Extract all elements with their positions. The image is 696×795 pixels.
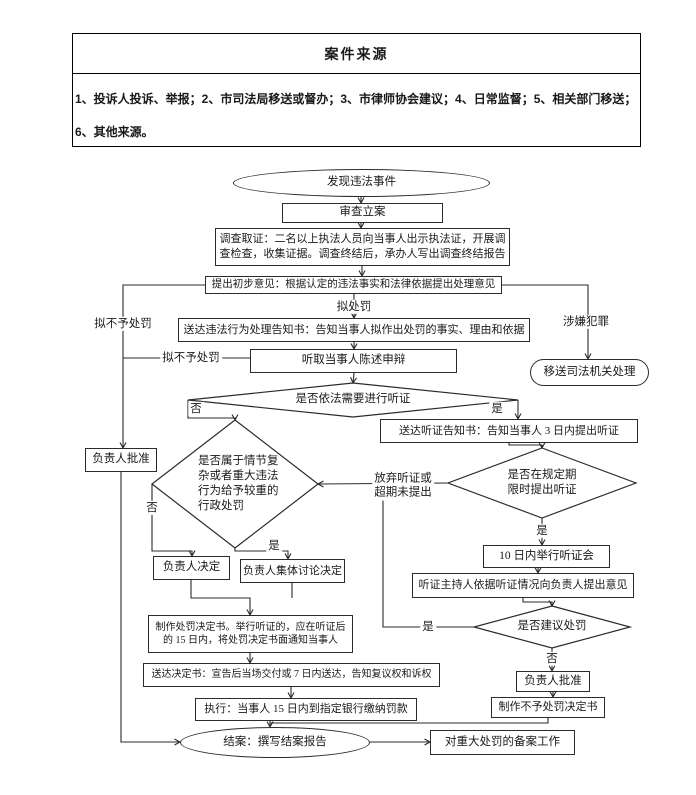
- node-close-case: 结案：撰写结案报告: [180, 727, 370, 758]
- node-deliver-violation-notice: 送达违法行为处理告知书：告知当事人拟作出处罚的事实、理由和依据: [178, 318, 530, 342]
- edge: [502, 284, 592, 361]
- flow-label-yes-need-hearing: 是: [489, 401, 505, 417]
- flow-label-shexian-fanzui: 涉嫌犯罪: [561, 314, 611, 330]
- node-leader-approve-left: 负责人批准: [85, 448, 157, 472]
- edge: [187, 400, 239, 422]
- flow-label-yes-serious: 是: [266, 538, 282, 554]
- node-transfer-judicial: 移送司法机关处理: [530, 359, 649, 386]
- node-hearing-host-opinion: 听证主持人依据听证情况向负责人提出意见: [412, 573, 634, 598]
- node-shape-suggest-penalty-diamond: [471, 605, 633, 649]
- node-hold-hearing-10days: 10 日内举行听证会: [483, 545, 610, 568]
- case-source-body: 1、投诉人投诉、举报；2、市司法局移送或督办；3、市律师协会建议；4、日常监督；…: [73, 74, 640, 149]
- node-leader-approve-right: 负责人批准: [516, 671, 590, 692]
- edge: [151, 484, 196, 558]
- node-deliver-hearing-notice: 送达听证告知书：告知当事人 3 日内提出听证: [380, 419, 638, 443]
- node-shape-hearing-deadline-diamond: [446, 447, 638, 519]
- node-start-event: 发现违法事件: [233, 169, 490, 197]
- node-investigation: 调查取证：二名以上执法人员向当事人出示执法证，开展调 查检查，收集证据。调查终结…: [215, 228, 510, 266]
- node-make-penalty-decision: 制作处罚决定书。举行听证的，应在听证后 的 15 日内，将处罚决定书面通知当事人: [148, 615, 353, 653]
- flow-label-no-suggest: 否: [544, 651, 560, 667]
- node-review-filing: 审查立案: [282, 203, 443, 223]
- node-serious-case-diamond: 是否属于情节复 杂或者重大违法 行为给予较重的 行政处罚: [198, 454, 279, 513]
- edge: [508, 442, 546, 450]
- edge: [522, 598, 556, 608]
- flow-label-ni-chufa: 拟处罚: [334, 299, 374, 315]
- case-source-line-1: 1、投诉人投诉、举报；2、市司法局移送或督办；3、市律师协会建议；4、日常监督；…: [75, 92, 637, 106]
- flow-label-yes-suggest: 是: [420, 619, 436, 635]
- node-major-penalty-filing: 对重大处罚的备案工作: [430, 730, 575, 755]
- flow-label-ni-bu-chufa-left: 拟不予处罚: [92, 316, 154, 332]
- flow-label-yes-deadline: 是: [534, 523, 550, 539]
- case-source-box: 案件来源 1、投诉人投诉、举报；2、市司法局移送或督办；3、市律师协会建议；4、…: [72, 33, 641, 147]
- edge: [382, 484, 474, 628]
- edge: [120, 472, 182, 746]
- node-suggest-penalty-diamond: 是否建议处罚: [517, 620, 587, 633]
- node-deliver-decision: 送达决定书：宣告后当场交付或 7 日内送达，告知复议权和诉权: [143, 663, 440, 687]
- node-need-hearing-diamond: 是否依法需要进行听证: [295, 393, 411, 406]
- edge: [234, 548, 292, 561]
- edge: [270, 718, 549, 724]
- flow-label-no-serious: 否: [144, 500, 160, 516]
- node-hear-statement: 听取当事人陈述申辩: [250, 349, 457, 373]
- node-collective-decide: 负责人集体讨论决定: [240, 559, 345, 583]
- node-leader-decide: 负责人决定: [153, 556, 230, 580]
- flow-label-no-need-hearing: 否: [188, 401, 204, 417]
- flow-label-ni-bu-chufa-mid: 拟不予处罚: [160, 350, 222, 366]
- edge: [190, 580, 254, 617]
- edge: [350, 372, 357, 385]
- node-hearing-deadline-diamond: 是否在规定期 限时提出听证: [507, 468, 577, 496]
- node-shape-serious-case-diamond: [151, 419, 319, 549]
- flow-label-waive-hearing: 放弃听证或 超期未提出: [372, 471, 434, 501]
- edge: [119, 284, 205, 450]
- node-execute: 执行：当事人 15 日内到指定银行缴纳罚款: [195, 698, 417, 721]
- node-preliminary-opinion: 提出初步意见：根据认定的违法事实和法律依据提出处理意见: [205, 276, 502, 294]
- node-shape-need-hearing-diamond: [187, 382, 519, 418]
- case-source-line-2: 6、其他来源。: [75, 125, 154, 139]
- case-source-title: 案件来源: [73, 34, 640, 74]
- node-make-no-penalty-decision: 制作不予处罚决定书: [491, 697, 605, 718]
